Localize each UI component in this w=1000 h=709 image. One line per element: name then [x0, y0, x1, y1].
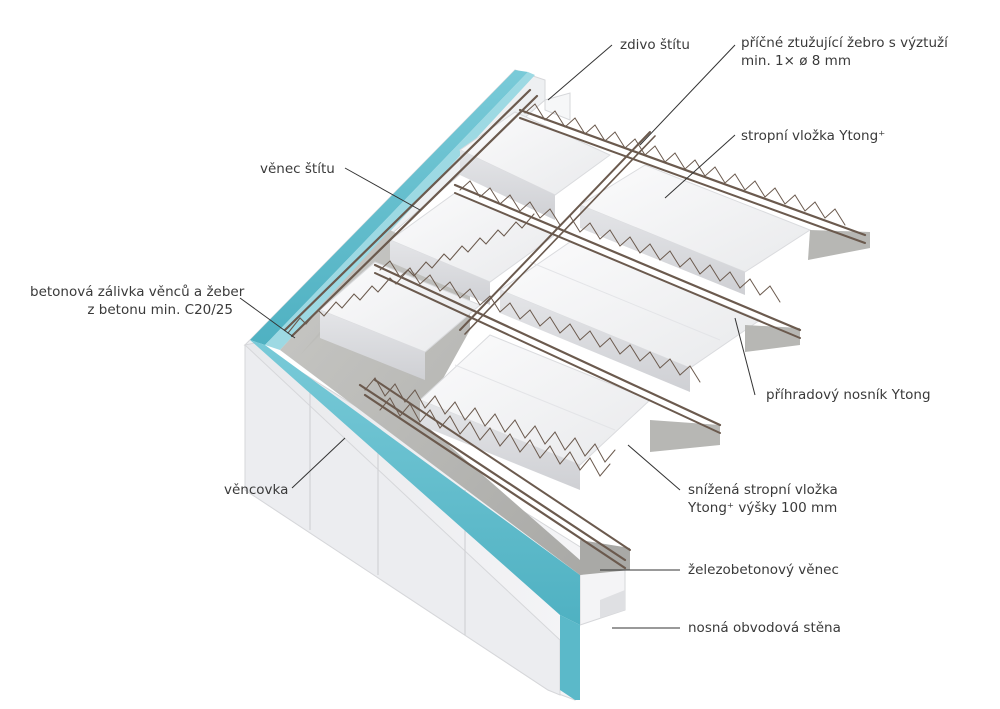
label-concrete-infill: betonová zálivka věnců a žeber z betonu …: [30, 283, 245, 319]
insulation-strip: [250, 70, 580, 700]
ceiling-inserts: [319, 111, 812, 490]
label-transverse-rib-line1: příčné ztužující žebro s výztuží: [741, 35, 948, 51]
label-gable-ring-beam: věnec štítu: [260, 161, 335, 177]
label-lowered-insert-line1: snížená stropní vložka: [688, 482, 838, 498]
label-concrete-infill-line1: betonová zálivka věnců a žeber: [30, 284, 245, 300]
lattice-girders: [283, 88, 867, 570]
label-lowered-insert: snížená stropní vložka Ytong⁺ výšky 100 …: [688, 481, 838, 517]
label-bearing-wall: nosná obvodová stěna: [688, 620, 841, 636]
label-ceiling-insert: stropní vložka Ytong⁺: [741, 128, 886, 144]
label-concrete-infill-line2: z betonu min. C20/25: [87, 302, 233, 318]
label-transverse-rib: příčné ztužující žebro s výztuží min. 1×…: [741, 34, 948, 70]
load-bearing-wall: [244, 339, 626, 701]
label-lattice-girder: příhradový nosník Ytong: [766, 387, 931, 403]
label-transverse-rib-line2: min. 1× ø 8 mm: [741, 53, 851, 69]
label-gable-masonry: zdivo štítu: [620, 37, 690, 53]
label-edge-block: věncovka: [224, 482, 289, 498]
leader-lines: [239, 44, 756, 629]
label-rc-ring-beam: železobetonový věnec: [688, 562, 839, 578]
label-lowered-insert-line2: Ytong⁺ výšky 100 mm: [688, 500, 838, 516]
